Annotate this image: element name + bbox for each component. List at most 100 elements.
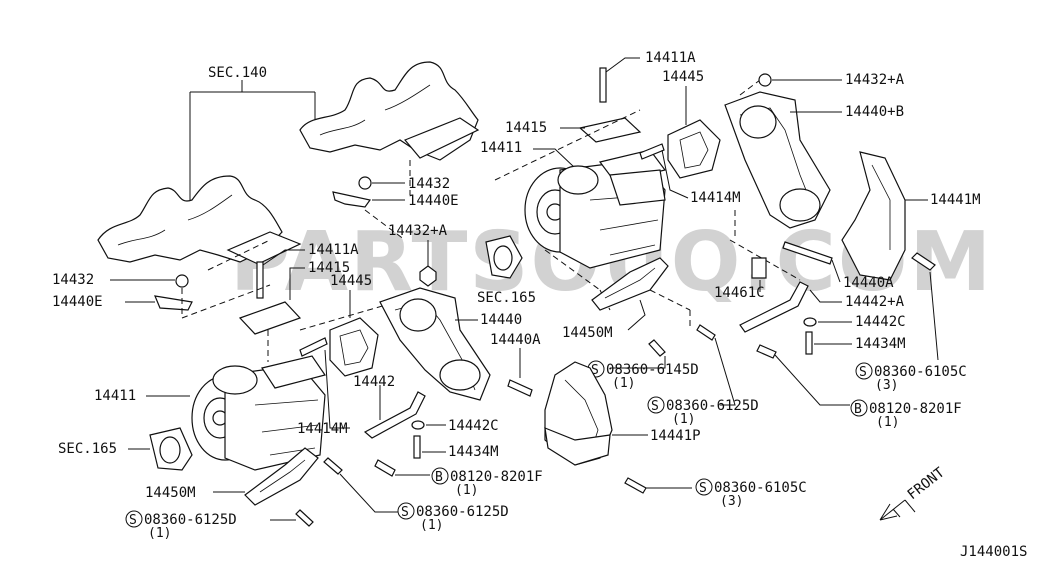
turbocharger-upper[interactable] (524, 149, 667, 269)
qty-08360-6105c-right: (3) (875, 378, 898, 393)
label-14440a-mid: 14440A (490, 332, 541, 348)
label-14414m-mid: 14414M (297, 421, 348, 437)
bracket-14450m-left[interactable] (244, 447, 319, 506)
label-sec165-left: SEC.165 (58, 441, 117, 457)
gasket-mid[interactable] (238, 301, 302, 335)
washer-14442c-right[interactable] (803, 317, 817, 327)
plug-14461c[interactable] (751, 257, 767, 279)
label-sec165-mid: SEC.165 (477, 290, 536, 306)
label-14445-top: 14445 (662, 69, 704, 85)
washer-14442c-mid[interactable] (411, 420, 425, 430)
exhaust-manifold-upper[interactable] (299, 61, 480, 161)
label-14411-top: 14411 (480, 140, 522, 156)
nut-14432-mid[interactable] (358, 176, 372, 190)
gasket-upper[interactable] (578, 117, 642, 143)
bolt-symbol-8201f-mid: B (435, 470, 443, 485)
label-14442c-right: 14442C (855, 314, 906, 330)
label-08120-8201f-mid: 08120-8201F (450, 469, 543, 485)
screw-symbol-6105c-right: S (859, 365, 867, 380)
gasket-14445-mid[interactable] (329, 317, 379, 377)
label-sec140: SEC.140 (208, 65, 267, 81)
stud-upper[interactable] (599, 67, 607, 103)
heat-cover-14441p[interactable] (544, 361, 613, 466)
stud-14440a-mid[interactable] (507, 379, 533, 397)
label-14450m-left: 14450M (145, 485, 196, 501)
label-08360-6125d-mid: 08360-6125D (666, 398, 759, 414)
label-14432a-mid: 14432+A (388, 223, 448, 239)
label-08360-6145d: 08360-6145D (606, 362, 699, 378)
qty-08360-6125d-left: (1) (148, 526, 171, 541)
label-08360-6105c-mid: 08360-6105C (714, 480, 807, 496)
stud-14440a-right[interactable] (782, 241, 833, 265)
qty-08360-6125d-mid: (1) (672, 412, 695, 427)
qty-08360-6125d-bot: (1) (420, 518, 443, 533)
label-14411a-top: 14411A (645, 50, 696, 66)
label-08360-6105c-right: 08360-6105C (874, 364, 967, 380)
label-14432-mid: 14432 (408, 176, 450, 192)
label-14445-mid: 14445 (330, 273, 372, 289)
label-14450m-mid: 14450M (562, 325, 613, 341)
qty-08360-6105c-mid: (3) (720, 494, 743, 509)
label-14440e-mid: 14440E (408, 193, 459, 209)
label-14461c: 14461C (714, 285, 765, 301)
plate-14440e-left[interactable] (154, 295, 193, 311)
front-arrow-icon (879, 499, 916, 521)
front-label: FRONT (905, 464, 949, 503)
label-14440b: 14440+B (845, 104, 904, 120)
plate-14440e-mid[interactable] (332, 191, 372, 208)
label-14411a-mid: 14411A (308, 242, 359, 258)
stud-14414m-top[interactable] (639, 143, 665, 160)
qty-08360-6145d: (1) (612, 376, 635, 391)
label-14414m-top: 14414M (690, 190, 741, 206)
bolt-6125d-bot[interactable] (323, 457, 343, 475)
screw-symbol-6125d-bot: S (401, 505, 409, 520)
stud-mid[interactable] (256, 261, 264, 299)
label-14441m-right: 14441M (930, 192, 981, 208)
bolt-8201f-right[interactable] (756, 344, 777, 359)
screw-symbol-6145d: S (591, 363, 599, 378)
bracket-14450m-mid[interactable] (591, 257, 669, 311)
screw-symbol-6125d-mid: S (651, 399, 659, 414)
label-14442a: 14442+A (845, 294, 905, 310)
label-14434m-right: 14434M (855, 336, 906, 352)
nut-14432a-top[interactable] (758, 73, 772, 87)
bolt-14434m-right[interactable] (805, 331, 813, 355)
diagram-code: J144001S (960, 544, 1027, 560)
label-14440: 14440 (480, 312, 522, 328)
label-14434m-mid: 14434M (448, 444, 499, 460)
bolt-6105c-right[interactable] (911, 252, 936, 271)
bolt-8201f-mid[interactable] (374, 459, 396, 477)
label-14440a-right: 14440A (843, 275, 894, 291)
qty-08120-8201f-right: (1) (876, 415, 899, 430)
bracket-14442a[interactable] (739, 281, 809, 333)
label-14440e-left: 14440E (52, 294, 103, 310)
heat-cover-14441m[interactable] (841, 151, 906, 281)
turbocharger-lower[interactable] (191, 355, 326, 471)
bolt-6125d-mid[interactable] (696, 324, 716, 341)
label-14432a-top: 14432+A (845, 72, 905, 88)
nut-14432a-mid[interactable] (419, 265, 437, 287)
bracket-14442[interactable] (363, 391, 426, 439)
nut-14432-left[interactable] (175, 274, 189, 288)
label-14442: 14442 (353, 374, 395, 390)
label-14441p: 14441P (650, 428, 701, 444)
bolt-symbol-8201f-right: B (854, 402, 862, 417)
label-08120-8201f-right: 08120-8201F (869, 401, 962, 417)
label-08360-6125d-bot: 08360-6125D (416, 504, 509, 520)
bolt-6125d-left[interactable] (295, 509, 314, 527)
bolt-6105c-mid[interactable] (624, 477, 647, 494)
exhaust-manifold-lower[interactable] (97, 175, 302, 265)
label-14411-left: 14411 (94, 388, 136, 404)
gasket-14445-top[interactable] (667, 119, 721, 179)
heat-insulator-14440[interactable] (379, 287, 491, 401)
label-08360-6125d-left: 08360-6125D (144, 512, 237, 528)
screw-symbol-6125d-left: S (129, 513, 137, 528)
heat-insulator-14440b[interactable] (724, 91, 831, 229)
bolt-14434m-mid[interactable] (413, 435, 421, 459)
screw-symbol-6105c-mid: S (699, 481, 707, 496)
label-14415-mid: 14415 (308, 260, 350, 276)
bolt-6145d[interactable] (648, 339, 666, 357)
stud-14414m-mid[interactable] (299, 337, 328, 357)
